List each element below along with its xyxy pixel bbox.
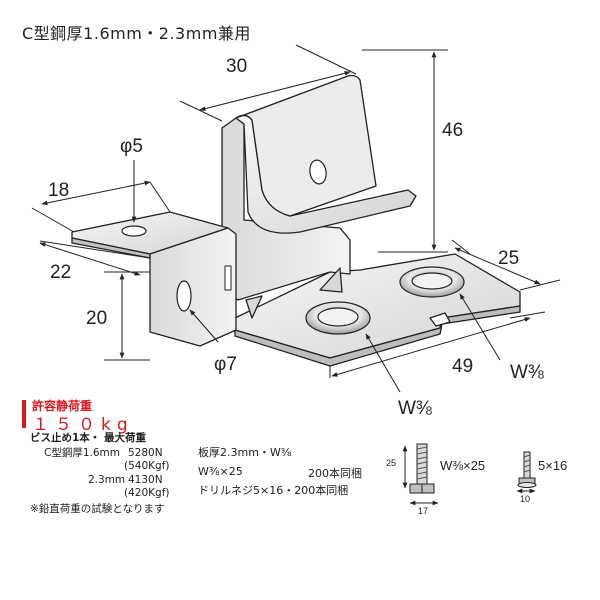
- dimension-lines: [31, 44, 561, 506]
- load-row-3-value: 4130N: [128, 474, 163, 486]
- dim-bolt-right: W⅜: [510, 362, 544, 383]
- dim-hole-large: φ7: [214, 354, 237, 375]
- bolt-icon: [409, 443, 435, 494]
- package-line1-left: W⅜×25: [198, 465, 243, 478]
- package-line2: ドリルネジ5×16・200本同梱: [198, 484, 349, 497]
- hole-front: [176, 280, 192, 312]
- dim-right-width: 25: [498, 248, 520, 269]
- load-row-1-value: 5280N: [128, 447, 163, 459]
- page-title: C型鋼厚1.6mm・2.3mm兼用: [22, 24, 251, 43]
- dim-width-top: 30: [226, 56, 248, 77]
- bolt-length: 25: [386, 458, 397, 468]
- bolt-label: W⅜×25: [440, 458, 486, 473]
- dim-base-length: 49: [452, 356, 474, 377]
- hole-top: [309, 159, 327, 185]
- load-note: ※鉛直荷重の試験となります: [30, 503, 165, 515]
- dim-left-depth: 22: [50, 262, 72, 283]
- drill-screw-icon: [517, 451, 537, 488]
- package-line1-right: 200本同梱: [308, 467, 362, 480]
- load-row-2-value: (540Kgf): [124, 460, 170, 472]
- dim-left-width: 18: [48, 180, 70, 201]
- dim-bolt-bottom: W⅜: [398, 398, 432, 419]
- load-heading: 許容静荷重: [32, 399, 93, 413]
- screw-label: 5×16: [538, 458, 568, 473]
- load-row-3-label: 2.3mm: [88, 474, 126, 486]
- dim-height: 46: [442, 120, 464, 141]
- load-subheading: ビス止め1本・ 最大荷重: [30, 432, 146, 444]
- dim-hole-small: φ5: [120, 136, 143, 157]
- load-row-4-value: (420Kgf): [124, 487, 170, 499]
- screw-width: 10: [520, 494, 531, 504]
- bolt-width: 17: [418, 506, 429, 516]
- load-row-1-label: C型鋼厚1.6mm: [44, 447, 120, 459]
- dim-front-height: 20: [86, 308, 108, 329]
- hole-left-tab: [121, 225, 147, 237]
- load-value: １５０kg: [32, 415, 134, 435]
- package-thickness: 板厚2.3mm・W⅜: [198, 446, 292, 459]
- load-accent-bar: [22, 400, 26, 428]
- front-flange: [149, 227, 237, 347]
